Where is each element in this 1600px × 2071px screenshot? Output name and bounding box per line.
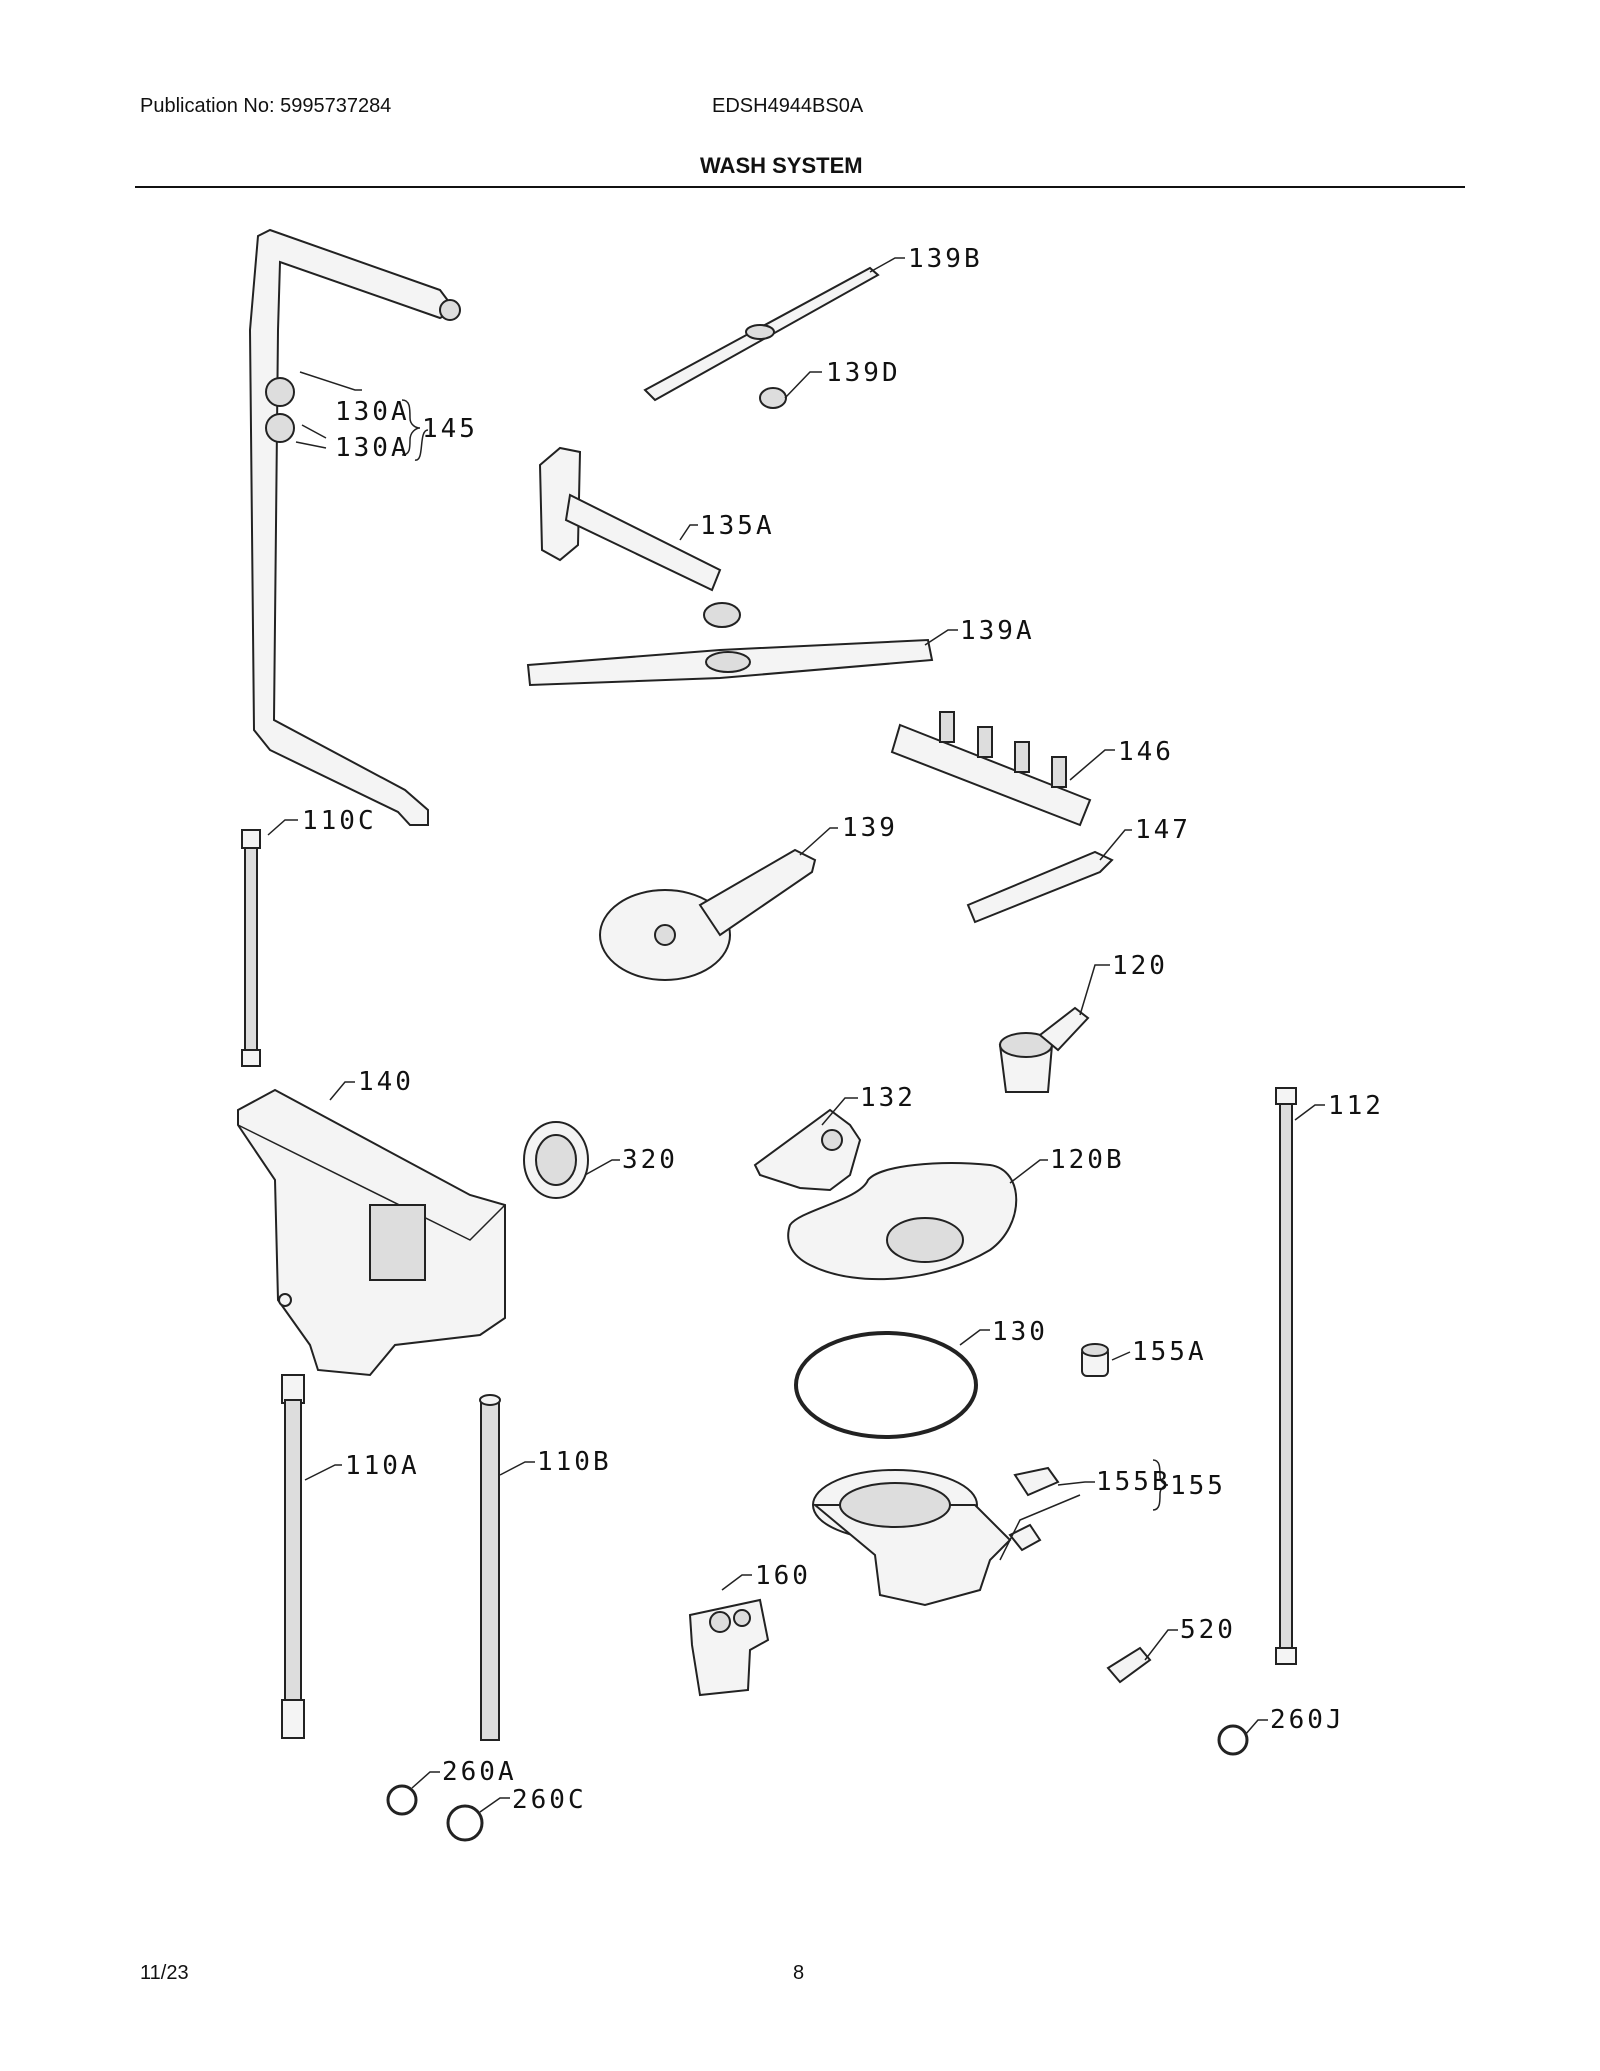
label-120: 120 [1112,951,1168,981]
part-139-deflector[interactable] [599,848,817,981]
label-130A-top: 130A [335,397,410,427]
part-260C-clamp[interactable] [446,1804,484,1842]
part-112-hose[interactable] [1275,1087,1297,1665]
part-145-supply-tube[interactable] [248,228,461,826]
label-147: 147 [1135,815,1191,845]
label-160: 160 [755,1561,811,1591]
label-139B: 139B [908,244,983,274]
publication-number: Publication No: 5995737284 [140,95,392,117]
label-260J: 260J [1270,1705,1345,1735]
label-139: 139 [842,813,898,843]
part-260A-clamp[interactable] [386,1784,418,1816]
label-145: 145 [422,414,478,444]
label-135A: 135A [700,511,775,541]
page-title: WASH SYSTEM [700,153,863,178]
footer-date: 11/23 [140,1962,189,1984]
part-320-seal[interactable] [523,1121,589,1199]
part-139A-lower-spray-arm[interactable] [526,638,934,687]
part-139B-upper-spray-arm[interactable] [643,266,880,402]
part-260J-clamp[interactable] [1217,1724,1249,1756]
label-130: 130 [992,1317,1048,1347]
part-155-sump[interactable] [812,1469,1042,1607]
part-132-bracket[interactable] [753,1108,862,1192]
leader-lines [267,257,1325,1813]
label-110B: 110B [537,1447,612,1477]
part-146-manifold[interactable] [890,711,1092,827]
part-120B-strainer[interactable] [787,1162,1018,1281]
header-divider [135,186,1465,188]
part-139D-nut[interactable] [759,387,787,409]
label-155A: 155A [1132,1337,1207,1367]
part-110B-hose[interactable] [479,1394,501,1741]
part-130-gasket[interactable] [794,1331,978,1439]
part-120-filter[interactable] [998,1006,1090,1093]
label-110C: 110C [302,806,377,836]
part-160-pump[interactable] [688,1598,770,1697]
part-147-bracket[interactable] [966,850,1114,924]
part-155A-fitting[interactable] [1081,1343,1109,1377]
label-260C: 260C [512,1785,587,1815]
label-130A-bottom: 130A [335,433,410,463]
label-139D: 139D [826,358,901,388]
label-155: 155 [1170,1471,1226,1501]
label-132: 132 [860,1083,916,1113]
label-320: 320 [622,1145,678,1175]
part-155B-fitting[interactable] [1013,1466,1060,1497]
part-110A-hose[interactable] [281,1374,305,1739]
part-140-reservoir[interactable] [237,1088,506,1377]
label-155B: 155B [1096,1467,1171,1497]
part-135A-arm-supply[interactable] [538,446,741,628]
part-520-clip[interactable] [1106,1646,1152,1684]
label-140: 140 [358,1067,414,1097]
label-139A: 139A [960,616,1035,646]
label-520: 520 [1180,1615,1236,1645]
model-number: EDSH4944BS0A [712,95,864,117]
label-260A: 260A [442,1757,517,1787]
label-120B: 120B [1050,1145,1125,1175]
page-number: 8 [793,1962,805,1984]
label-146: 146 [1118,737,1174,767]
label-112: 112 [1328,1091,1384,1121]
label-110A: 110A [345,1451,420,1481]
part-110C-hose[interactable] [241,829,261,1067]
